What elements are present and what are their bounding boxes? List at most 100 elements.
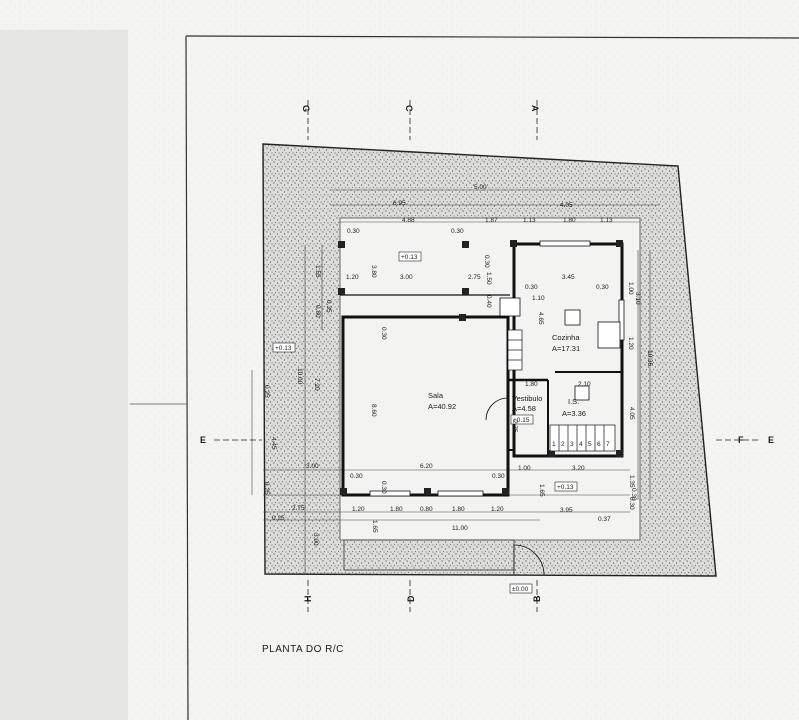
dimension-label: 10.35 — [646, 350, 653, 367]
dimension-label: 4.45 — [270, 437, 277, 450]
dimension-label: 1.20 — [346, 274, 359, 281]
axis-label-left-E: E — [200, 435, 206, 445]
axis-label-right-E: E — [768, 435, 774, 445]
dimension-label: 4.05 — [560, 202, 573, 209]
stair-step-number: 1 — [552, 441, 556, 448]
dimension-label: 1.65 — [538, 484, 545, 497]
axis-label-bottom-B: B — [532, 595, 542, 602]
dimension-label: 1.80 — [563, 217, 576, 224]
room-name-vestibulo: Vestibulo — [512, 394, 542, 403]
stair-step-number: 4 — [579, 441, 583, 448]
axis-label-top-C: C — [404, 105, 414, 112]
dimension-label: 0.30 — [380, 327, 387, 340]
dimension-label: 0.37 — [598, 516, 611, 523]
room-area-sala: A=40.92 — [428, 402, 456, 411]
dimension-label: 1.55 — [314, 265, 321, 278]
room-name-is: I.S. — [568, 397, 579, 406]
dimension-label: 3.00 — [312, 533, 319, 546]
dimension-label: 2.75 — [511, 420, 518, 433]
dimension-label: 1.20 — [627, 337, 634, 350]
stair-step-number: 6 — [597, 441, 601, 448]
dimension-label: 4.88 — [402, 217, 415, 224]
dimension-label: 3.10 — [634, 292, 641, 305]
dimension-label: 1.80 — [452, 506, 465, 513]
dimension-label: 6.20 — [420, 463, 433, 470]
stair-step-number: 3 — [570, 441, 574, 448]
stair-step-number: 5 — [588, 441, 592, 448]
dimension-label: 1.35 — [628, 475, 635, 488]
dimension-label: 0.30 — [525, 284, 538, 291]
dimension-label: 0.25 — [263, 482, 270, 495]
level-box — [272, 342, 296, 353]
level-mark: ±0.00 — [512, 586, 529, 593]
dimension-label: 0.30 — [483, 255, 490, 268]
room-area-is: A=3.36 — [562, 409, 586, 418]
dimension-label: 5.00 — [474, 184, 487, 191]
room-name-sala: Sala — [428, 391, 444, 400]
level-mark: +0.13 — [557, 484, 574, 491]
dimension-label: 0.30 — [492, 473, 505, 480]
dimension-rails — [251, 189, 660, 575]
dimension-label: 0.25 — [272, 515, 285, 522]
left-margin-strip — [0, 30, 128, 720]
axis-label-right-F: F — [738, 435, 744, 445]
dimension-label: 8.60 — [370, 404, 377, 417]
dimension-label: 3.45 — [562, 274, 575, 281]
dimension-label: 0.30 — [380, 481, 387, 494]
sheet-border-top — [185, 35, 799, 39]
dimension-label: 0.30 — [451, 228, 464, 235]
dimension-label: 0.30 — [596, 284, 609, 291]
room-name-cozinha: Cozinha — [552, 333, 580, 342]
dimension-label: 11.00 — [452, 525, 468, 532]
dimension-label: 2.75 — [292, 505, 305, 512]
dimension-label: 4.65 — [537, 312, 544, 325]
drawing-title: PLANTA DO R/C — [262, 644, 344, 655]
front-walkway — [343, 539, 515, 571]
dimension-label: 7.20 — [313, 378, 320, 391]
kitchen-counters — [499, 297, 621, 401]
dimension-label: 0.30 — [347, 228, 360, 235]
axis-lines — [214, 100, 760, 612]
level-box — [554, 481, 578, 492]
dimension-label: 0.25 — [263, 385, 270, 398]
dimension-label: 1.87 — [485, 217, 498, 224]
windows — [369, 240, 625, 497]
dimension-label: 1.65 — [371, 520, 378, 533]
dimension-label: 3.20 — [572, 465, 585, 472]
level-box — [510, 414, 534, 425]
sheet-border-left — [185, 35, 189, 720]
dimension-label: 0.40 — [485, 295, 492, 308]
stair-step-number: 2 — [561, 441, 565, 448]
room-area-cozinha: A=17.31 — [552, 344, 580, 353]
dimension-label: 0.30 — [630, 488, 637, 501]
dimension-label: 3.80 — [370, 265, 377, 278]
axis-label-top-G: G — [301, 105, 311, 112]
axis-label-top-A: A — [530, 105, 540, 112]
terrace-slab — [339, 217, 641, 541]
dimension-label: 1.00 — [518, 465, 531, 472]
dimension-label: 1.13 — [523, 217, 536, 224]
dimension-label: 0.30 — [350, 473, 363, 480]
dimension-label: 1.10 — [532, 295, 545, 302]
level-mark: +0.13 — [275, 345, 292, 352]
dimension-label: 6.95 — [393, 200, 406, 207]
dimension-label: 1.50 — [485, 272, 492, 285]
dimension-label: 1.80 — [390, 506, 403, 513]
stair-step-number: 7 — [606, 441, 610, 448]
dimension-label: 1.80 — [525, 381, 538, 388]
dimension-label: 0.80 — [314, 305, 321, 318]
dimension-label: 1.20 — [491, 506, 504, 513]
dimension-label: 2.10 — [578, 381, 591, 388]
dimension-label: 0.35 — [325, 300, 332, 313]
dimension-label: 1.20 — [352, 506, 365, 513]
dimension-label: 4.05 — [628, 407, 635, 420]
dimension-label: 0.80 — [420, 506, 433, 513]
columns — [338, 240, 623, 495]
dimension-label: 3.00 — [306, 463, 319, 470]
dimension-label: 10.00 — [296, 368, 303, 385]
text-layer: SalaA=40.92CozinhaA=17.31VestibuloA=4.58… — [200, 105, 774, 602]
level-box — [398, 251, 422, 262]
stair — [507, 329, 616, 452]
axis-label-bottom-D: D — [406, 595, 416, 602]
